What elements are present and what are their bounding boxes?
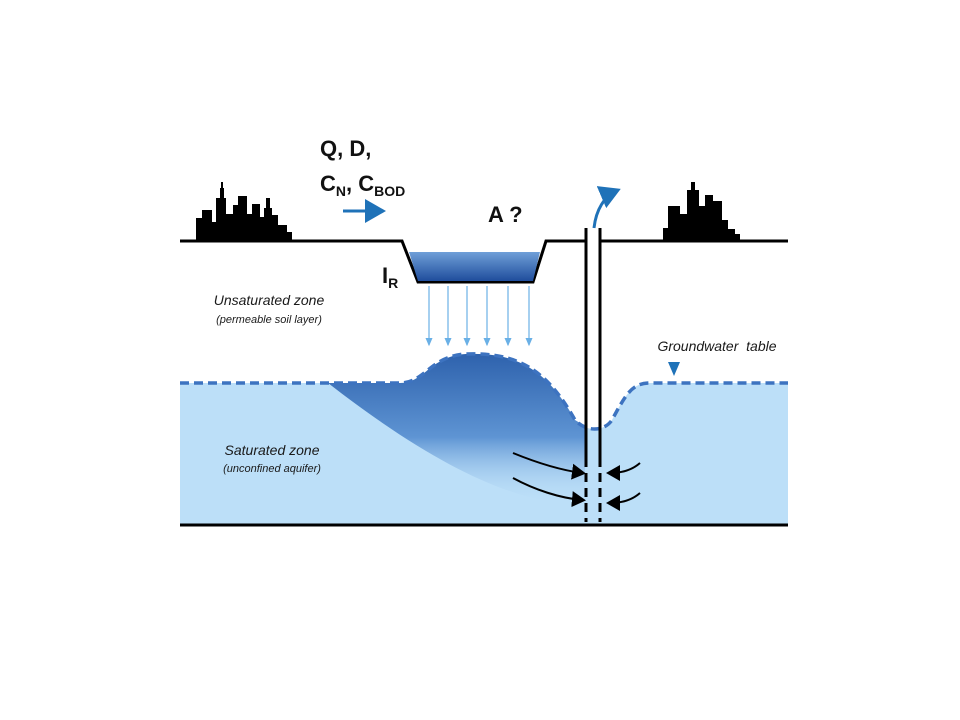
saturated-zone-title: Saturated zone <box>225 442 320 458</box>
flow-arrow-right-lower <box>606 492 641 511</box>
right-city-skyline-icon <box>663 182 740 241</box>
area-label: A ? <box>488 202 523 227</box>
pumping-arrow-icon <box>592 186 621 229</box>
concentration-label: CN, CBOD <box>320 171 405 199</box>
flow-arrow-left-lower <box>512 477 586 508</box>
groundwater-table-line <box>180 352 788 431</box>
infiltration-basin-water <box>409 252 540 281</box>
infiltration-arrows <box>425 286 533 347</box>
left-city-skyline-icon <box>196 182 292 241</box>
unsaturated-zone-subtitle: (permeable soil layer) <box>216 314 322 326</box>
saturated-zone-subtitle: (unconfined aquifer) <box>223 463 321 475</box>
recharge-mound <box>328 353 585 505</box>
flow-parameters-label: Q, D, <box>320 136 371 161</box>
unsaturated-zone-title: Unsaturated zone <box>214 292 325 308</box>
pumping-well <box>584 228 602 522</box>
flow-to-well-arrows <box>512 452 641 511</box>
flow-arrow-right-upper <box>606 462 641 481</box>
flow-arrow-left-upper <box>512 452 586 480</box>
inverted-triangle-icon <box>668 362 680 376</box>
groundwater-table-label: Groundwater table <box>657 338 776 354</box>
ground-surface-left <box>180 239 585 284</box>
infiltration-rate-label: IR <box>382 263 398 291</box>
